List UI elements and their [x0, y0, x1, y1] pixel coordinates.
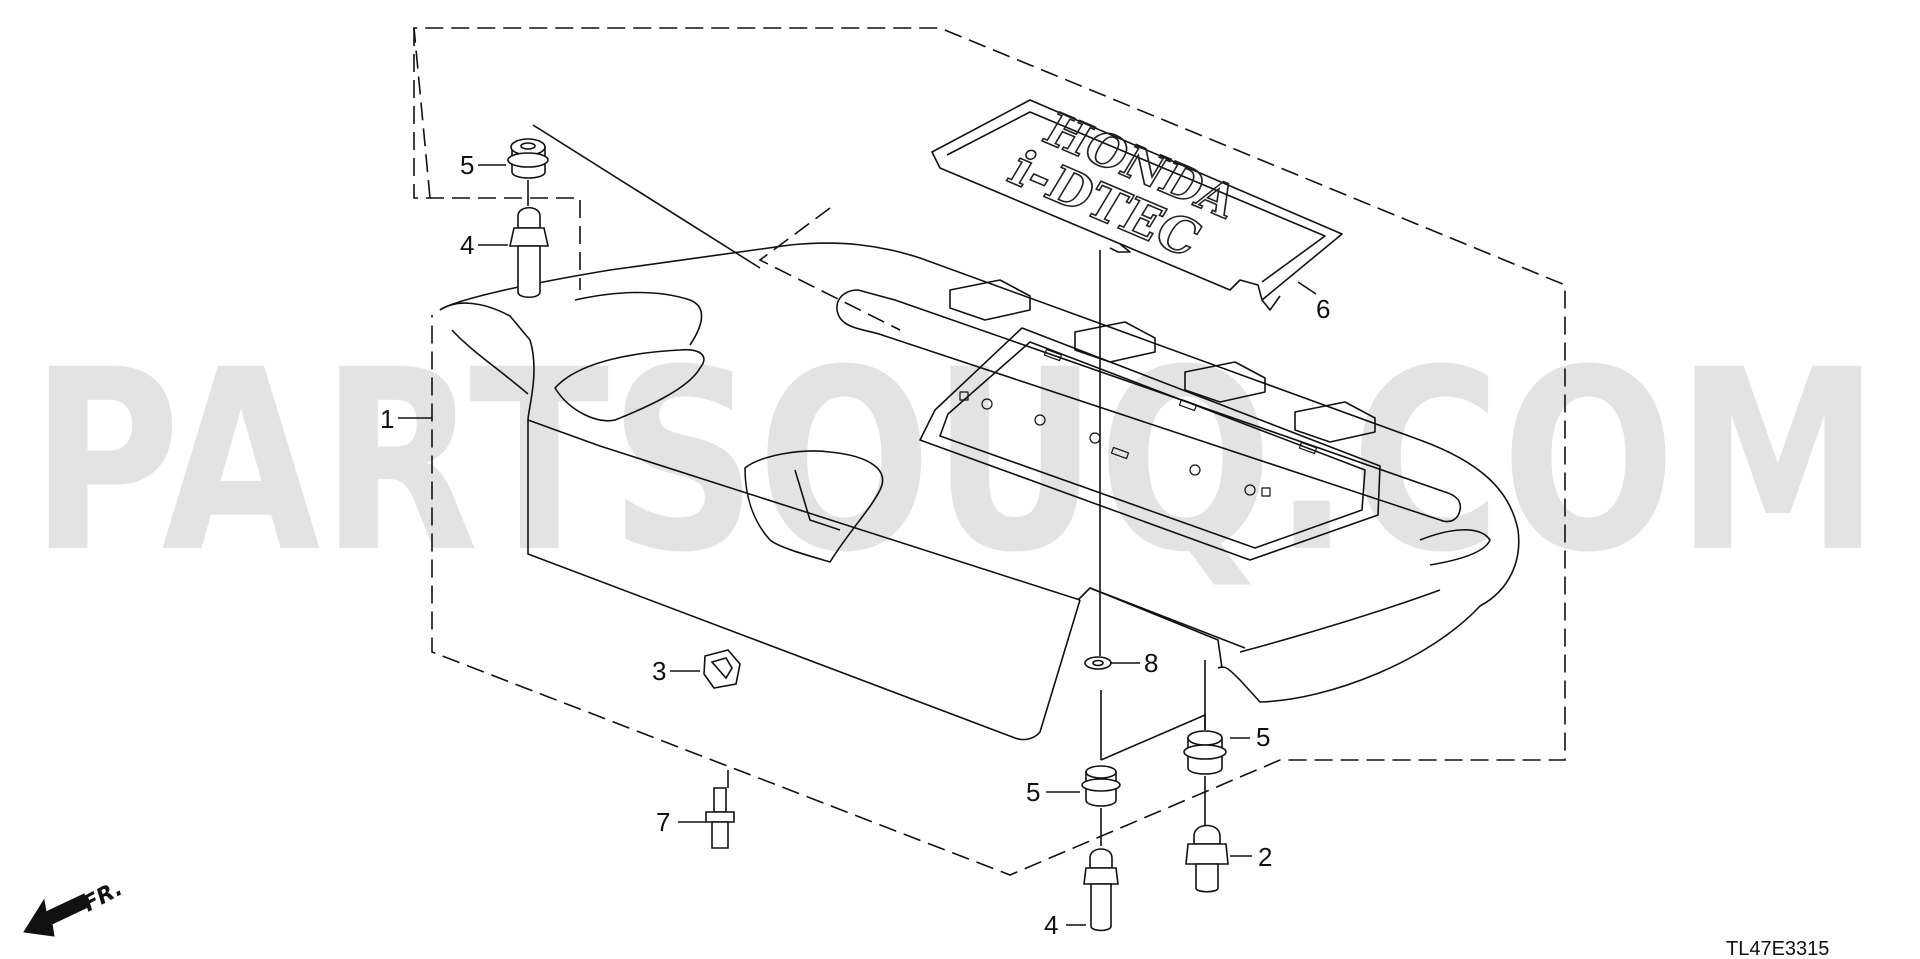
engine-cover: [439, 242, 1520, 741]
callout-2: 2: [1258, 842, 1272, 872]
callout-8: 8: [1144, 648, 1158, 678]
leader-lines: [398, 124, 1317, 926]
callout-5-center: 5: [1026, 777, 1040, 807]
grommet-right: [1183, 730, 1227, 775]
diagram-code: TL47E3315: [1726, 938, 1829, 959]
front-direction-indicator: FR.: [23, 876, 127, 937]
pin-top-left: [509, 206, 549, 299]
washer-8: [1084, 656, 1112, 670]
grommet-top-left: [507, 138, 549, 179]
fasteners: [507, 138, 1229, 932]
dashed-group-outlines: [413, 27, 1566, 876]
clip-3: [703, 649, 741, 689]
callout-5-top: 5: [460, 150, 474, 180]
callout-4-bottom: 4: [1044, 910, 1058, 940]
callout-1: 1: [380, 404, 394, 434]
pin-bottom-center: [1083, 848, 1119, 932]
bolt-2: [1185, 824, 1229, 893]
callout-7: 7: [656, 807, 670, 837]
front-arrow-icon: [23, 893, 91, 937]
grommet-center: [1081, 765, 1121, 807]
callout-6: 6: [1316, 294, 1330, 324]
callout-5-right: 5: [1256, 722, 1270, 752]
front-label: FR.: [79, 876, 127, 917]
screw-7: [705, 787, 735, 849]
callout-4-top: 4: [460, 230, 474, 260]
watermark: PARTSOUQ.COM: [30, 316, 1880, 607]
callout-3: 3: [652, 656, 666, 686]
emblem-plate: [931, 99, 1343, 311]
